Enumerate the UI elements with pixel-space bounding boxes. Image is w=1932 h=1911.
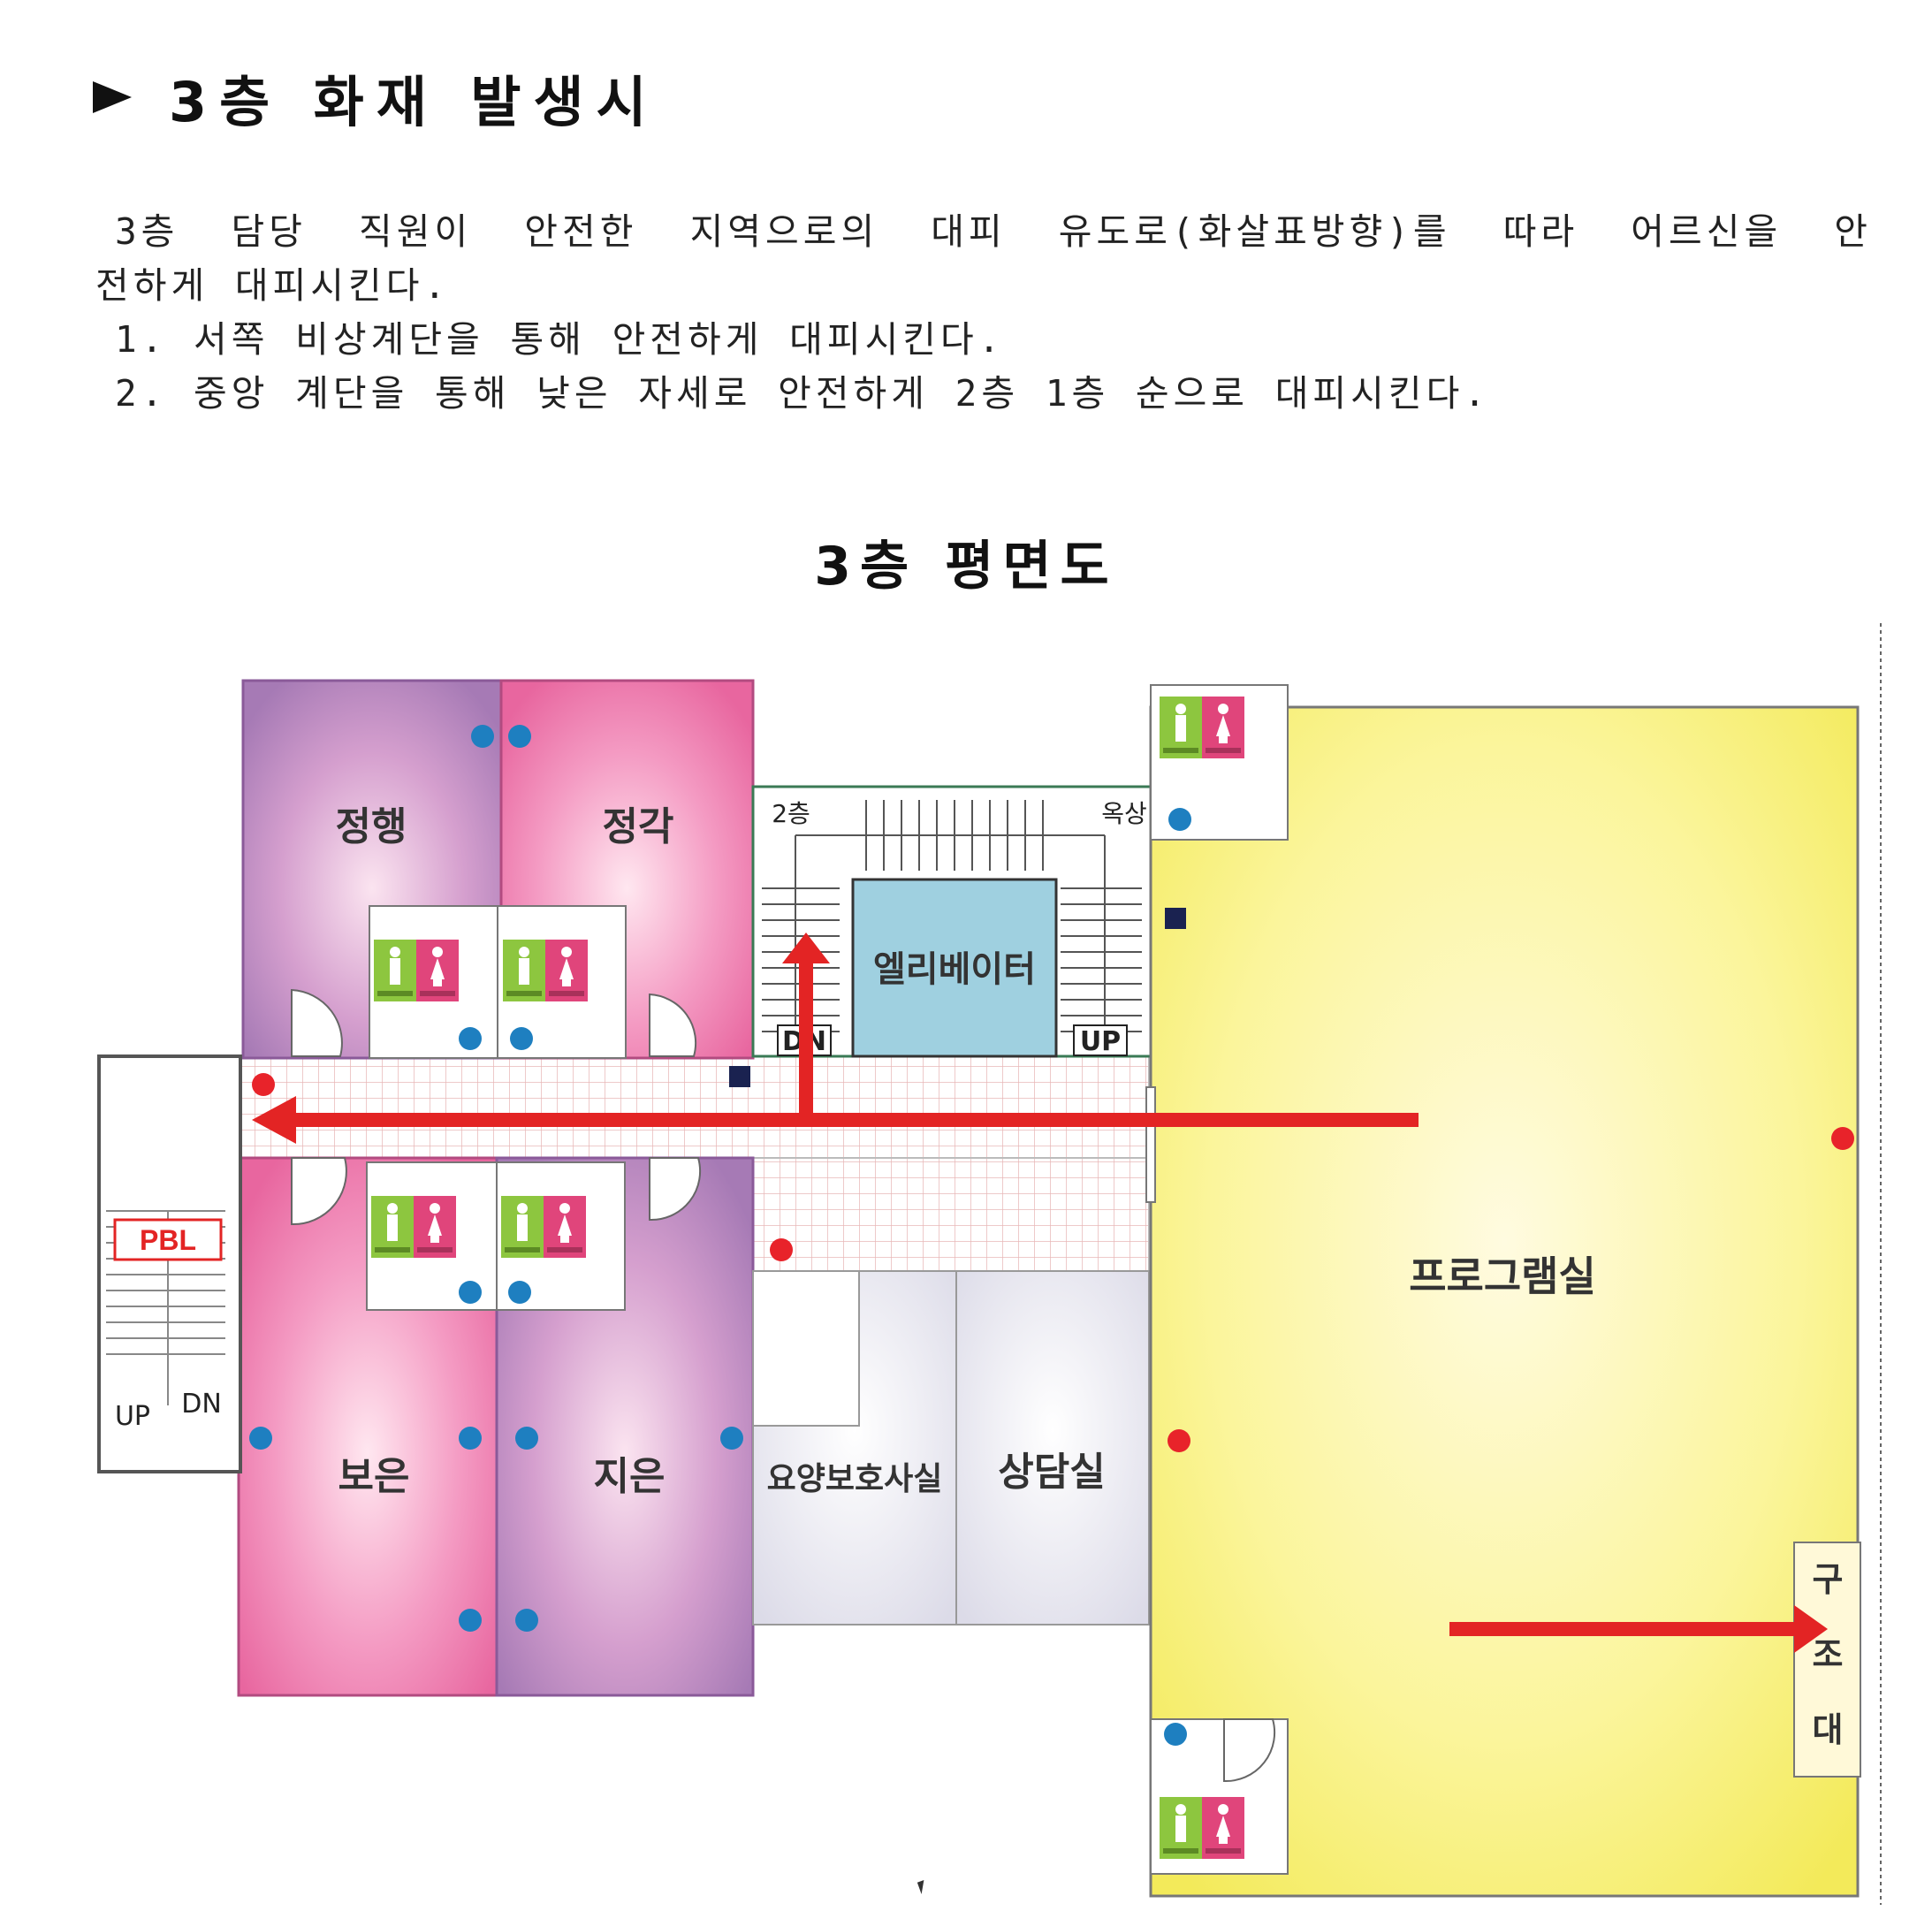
- wc-sign-icon: [503, 940, 588, 1001]
- elevator-label: 엘리베이터: [873, 949, 1036, 990]
- blue-dot-markers: [249, 725, 1191, 1746]
- triangle-bullet-icon: [93, 81, 132, 113]
- wc-sign-icon: [371, 1196, 456, 1258]
- center-stair-up: UP: [1080, 1026, 1121, 1057]
- instruction-line-1: 3층 담당 직원이 안전한 지역으로의 대피 유도로(화살표방향)를 따라 어르…: [115, 210, 1872, 253]
- instruction-item-2: 2. 중앙 계단을 통해 낮은 자세로 안전하게 2층 1층 순으로 대피시킨다…: [115, 372, 1490, 415]
- section-heading: 3층 화재 발생시: [93, 62, 659, 134]
- stair-2f-label: 2층: [772, 799, 810, 828]
- floor-plan-title: 3층 평면도: [814, 536, 1118, 598]
- label-boeun: 보은: [338, 1454, 410, 1499]
- west-stair-dn: DN: [181, 1389, 222, 1420]
- arrow-up-head-icon: [782, 933, 830, 963]
- label-yoyang: 요양보호사실: [767, 1461, 943, 1497]
- arrow-west-shaft: [287, 1113, 1419, 1127]
- pbl-label: PBL: [140, 1224, 196, 1256]
- evacuation-arrows: [252, 933, 1828, 1653]
- program-door: [1145, 1086, 1156, 1203]
- label-jieun: 지은: [594, 1454, 666, 1499]
- room-program: [1149, 705, 1860, 1898]
- elevator: [851, 878, 1058, 1058]
- instruction-line-2: 전하게 대피시킨다.: [95, 264, 451, 307]
- corridor: [238, 1055, 1150, 1159]
- west-stair-up: UP: [115, 1401, 150, 1432]
- wc-sign-icon: [374, 940, 459, 1001]
- arrow-up-shaft: [799, 955, 813, 1123]
- instructions: 3층 담당 직원이 안전한 지역으로의 대피 유도로(화살표방향)를 따라 어르…: [95, 205, 1872, 421]
- label-jeonghaeng: 정행: [336, 804, 407, 849]
- arrow-east-shaft: [1449, 1622, 1803, 1636]
- wc-sign-icon: [1160, 697, 1244, 758]
- stair-roof-label: 옥상: [1101, 799, 1147, 828]
- corridor-south: [752, 1157, 1150, 1272]
- room-sangdam: [955, 1270, 1150, 1625]
- label-sangdam: 상담실: [998, 1450, 1105, 1495]
- instruction-item-1: 1. 서쪽 비상계단을 통해 안전하게 대피시킨다.: [115, 318, 1005, 361]
- wc-sign-icon: [1160, 1797, 1244, 1859]
- label-jeonggak: 정각: [603, 804, 674, 849]
- rescue-bay: [1793, 1542, 1861, 1778]
- rescue-char-3: 대: [1813, 1710, 1844, 1749]
- wc-sign-icon: [501, 1196, 586, 1258]
- arrow-east-head-icon: [1794, 1605, 1828, 1653]
- west-stair: [97, 1054, 242, 1473]
- heading-text: 3층 화재 발생시: [169, 70, 659, 134]
- rescue-char-1: 구: [1813, 1560, 1844, 1599]
- label-program: 프로그램실: [1409, 1252, 1596, 1300]
- arrow-west-head-icon: [252, 1096, 296, 1144]
- red-dot-markers: [252, 1073, 1854, 1452]
- rescue-char-2: 조: [1813, 1635, 1844, 1674]
- navy-square-markers: [729, 908, 1186, 1087]
- pbl-box: [113, 1218, 223, 1261]
